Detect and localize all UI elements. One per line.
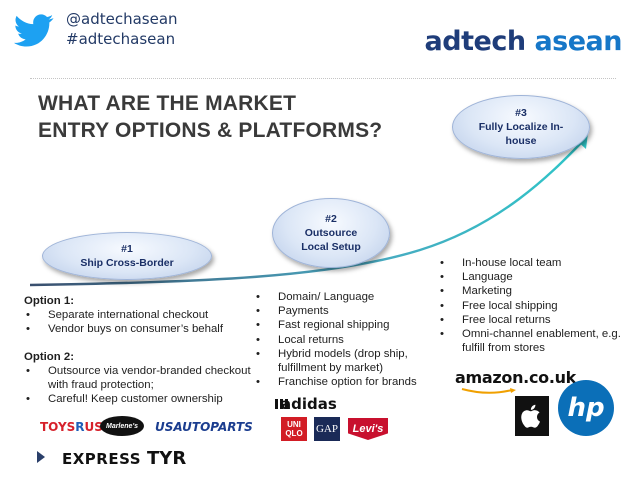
stage-1-label: Ship Cross-Border bbox=[80, 257, 174, 269]
list-item: Local returns bbox=[254, 333, 434, 347]
list-item: Separate international checkout bbox=[24, 308, 254, 322]
list-item: Fast regional shipping bbox=[254, 318, 434, 332]
option-2-heading: Option 2: bbox=[24, 350, 74, 363]
list-item: Marketing bbox=[438, 284, 628, 298]
list-item: Outsource via vendor-branded checkout wi… bbox=[24, 364, 254, 392]
stage-2-number: #2 bbox=[325, 213, 337, 225]
toysrus-logo: TOYSRUS bbox=[40, 420, 103, 434]
list-item: Careful! Keep customer ownership bbox=[24, 392, 254, 406]
express-logo: EXPRESS bbox=[62, 450, 142, 468]
left-column-options: Option 1: Separate international checkou… bbox=[24, 294, 254, 407]
apple-logo bbox=[515, 396, 549, 436]
stage-3-bubble: #3 Fully Localize In- house bbox=[452, 95, 590, 159]
amazon-smile-icon bbox=[461, 388, 516, 394]
list-item: Franchise option for brands bbox=[254, 375, 434, 389]
title-line-1: WHAT ARE THE MARKET bbox=[38, 92, 297, 115]
stage-3-label-line1: Fully Localize In- bbox=[478, 121, 564, 133]
right-column-list: In-house local team Language Marketing F… bbox=[438, 256, 628, 355]
hashtag: #adtechasean bbox=[66, 30, 176, 48]
stage-1-bubble: #1 Ship Cross-Border bbox=[42, 232, 212, 280]
apple-icon bbox=[521, 404, 540, 428]
adtechasean-logo: adtech asean bbox=[424, 26, 623, 57]
list-item: Hybrid models (drop ship, fulfillment by… bbox=[254, 347, 434, 375]
play-arrow-icon bbox=[37, 451, 45, 463]
brand-asean: asean bbox=[534, 26, 622, 57]
stage-3-label-line2: house bbox=[505, 135, 537, 147]
list-item: Payments bbox=[254, 304, 434, 318]
middle-column-list: Domain/ Language Payments Fast regional … bbox=[254, 290, 434, 390]
list-item: Omni-channel enablement, e.g. fulfill fr… bbox=[438, 327, 628, 355]
brand-ad: ad bbox=[424, 26, 462, 57]
adidas-logo: adidas bbox=[281, 395, 337, 413]
amazon-co-uk-logo: amazon.co.uk bbox=[455, 368, 577, 387]
list-item: Free local returns bbox=[438, 313, 628, 327]
title-line-2: ENTRY OPTIONS & PLATFORMS? bbox=[38, 119, 383, 142]
option-1-list: Separate international checkout Vendor b… bbox=[24, 308, 254, 337]
slide-title: WHAT ARE THE MARKET ENTRY OPTIONS & PLAT… bbox=[38, 90, 458, 144]
list-item: Domain/ Language bbox=[254, 290, 434, 304]
stage-2-label-line1: Outsource bbox=[304, 227, 358, 239]
list-item: Language bbox=[438, 270, 628, 284]
option-1-heading: Option 1: bbox=[24, 295, 74, 307]
list-item: Vendor buys on consumer’s behalf bbox=[24, 322, 254, 336]
stage-1-number: #1 bbox=[121, 243, 133, 255]
tyr-logo: TYR bbox=[147, 448, 187, 469]
levis-logo: Levi's bbox=[348, 418, 388, 440]
brand-tech: tech bbox=[461, 26, 526, 57]
marlenes-logo: Marlene's bbox=[100, 416, 144, 436]
header-divider bbox=[30, 78, 616, 79]
adidas-stripes-icon bbox=[275, 399, 288, 409]
list-item: Free local shipping bbox=[438, 299, 628, 313]
hp-logo: hp bbox=[558, 380, 614, 436]
stage-2-label-line2: Local Setup bbox=[301, 241, 361, 253]
option-2-list: Outsource via vendor-branded checkout wi… bbox=[24, 364, 254, 407]
usautoparts-logo: USAUTOPARTS bbox=[155, 420, 253, 434]
stage-2-bubble: #2 Outsource Local Setup bbox=[272, 198, 390, 268]
stage-3-number: #3 bbox=[515, 107, 527, 119]
list-item: In-house local team bbox=[438, 256, 628, 270]
gap-logo: GAP bbox=[314, 417, 340, 441]
twitter-handle: @adtechasean bbox=[66, 10, 178, 28]
twitter-bird-icon bbox=[14, 14, 54, 47]
